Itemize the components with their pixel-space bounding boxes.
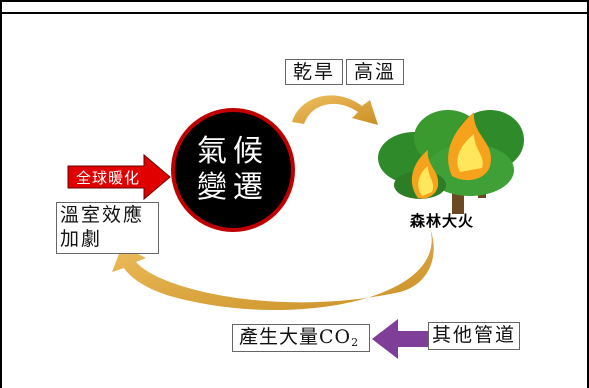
drought-label: 乾旱 bbox=[292, 61, 335, 83]
greenhouse-box: 溫室效應 加劇 bbox=[56, 202, 159, 254]
greenhouse-line-2: 加劇 bbox=[60, 228, 103, 250]
drought-box: 乾旱 bbox=[285, 59, 343, 85]
other-channels-box: 其他管道 bbox=[428, 322, 520, 350]
global-warming-arrow bbox=[67, 153, 171, 201]
high-temp-box: 高溫 bbox=[346, 59, 404, 85]
other-channels-arrow bbox=[372, 319, 428, 359]
co2-label: 產生大量CO2 bbox=[239, 326, 361, 349]
climate-line-1: 氣候 bbox=[197, 134, 269, 169]
other-channels-label: 其他管道 bbox=[431, 324, 516, 346]
high-temp-label: 高溫 bbox=[353, 61, 396, 83]
climate-line-2: 變遷 bbox=[197, 170, 269, 205]
greenhouse-line-1: 溫室效應 bbox=[60, 204, 145, 226]
co2-subscript: 2 bbox=[351, 336, 361, 349]
climate-text: 氣候 變遷 bbox=[193, 134, 273, 206]
forest-illustration bbox=[378, 110, 524, 214]
forest-fire-label: 森林大火 bbox=[410, 212, 475, 230]
co2-box: 產生大量CO2 bbox=[232, 324, 370, 352]
global-warming-label: 全球暖化 bbox=[76, 169, 141, 187]
top-rule bbox=[0, 12, 589, 14]
bottom-cycle-arrow bbox=[112, 228, 434, 310]
top-cycle-arrow bbox=[292, 95, 378, 125]
climate-circle bbox=[171, 108, 295, 232]
co2-prefix: 產生大量CO bbox=[239, 326, 352, 348]
